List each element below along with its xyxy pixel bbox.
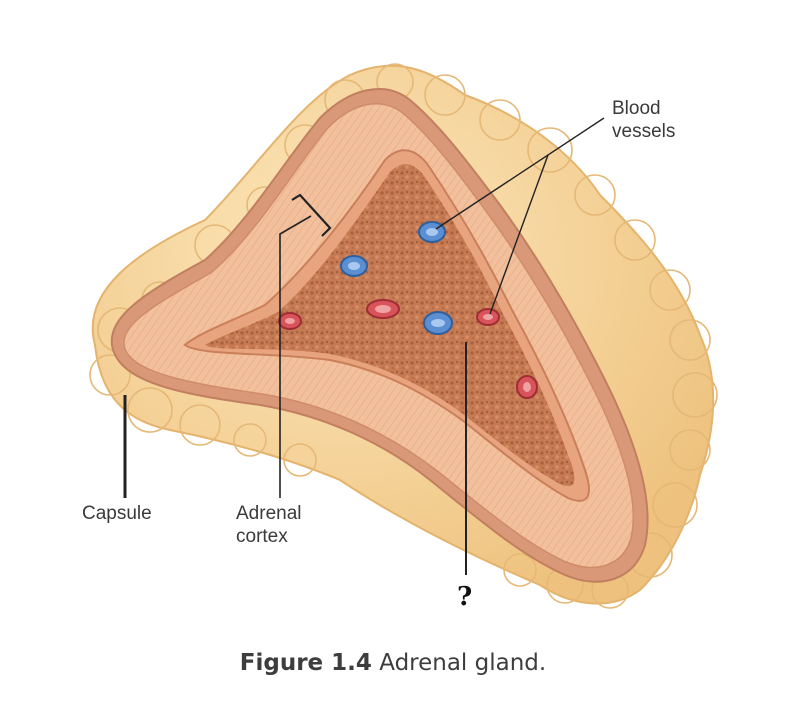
unknown-layer-label: ? xyxy=(457,582,473,612)
figure-caption-text: Adrenal gland. xyxy=(371,650,547,676)
leader-blood-vessels-a xyxy=(435,117,605,230)
capsule-label: Capsule xyxy=(82,503,152,524)
leader-adrenal-cortex xyxy=(279,215,312,498)
adrenal-medulla xyxy=(205,164,575,487)
figure-caption: Figure 1.4 Adrenal gland. xyxy=(0,650,786,676)
adrenal-cortex-label: Adrenal cortex xyxy=(236,503,302,547)
leader-blood-vessels-b xyxy=(489,154,549,315)
blood-vessels xyxy=(278,221,538,399)
figure-number: Figure 1.4 xyxy=(239,650,372,676)
leader-lines xyxy=(123,117,605,575)
adrenal-gland-diagram xyxy=(89,63,718,609)
cortex-bracket xyxy=(291,193,332,237)
blood-vessels-label: Blood vessels xyxy=(612,98,676,142)
